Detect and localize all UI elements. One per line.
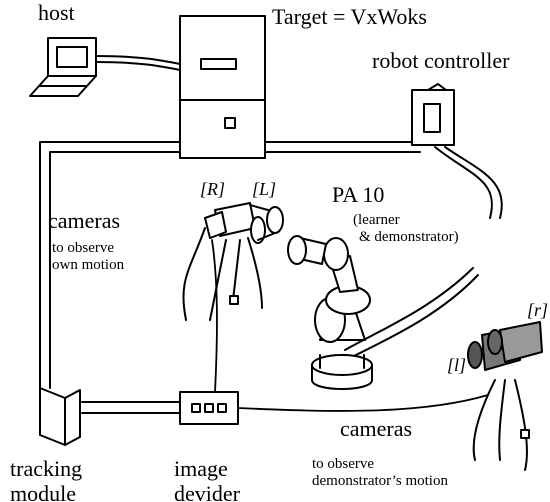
tracking-label-line-2: module	[10, 481, 76, 502]
image-label-line-2: devider	[174, 481, 240, 502]
robot-controller-icon	[411, 83, 455, 146]
cameras-own-desc-line-1: to observe	[52, 240, 115, 256]
pa10-role-label: (learner & demonstrator)	[353, 212, 459, 246]
image-divider-label: image devider	[174, 456, 240, 502]
pa10-robot-arm-icon	[287, 235, 373, 390]
cameras-demo-desc: to observe demonstrator’s motion	[312, 456, 448, 490]
cable-controller-to-arm	[344, 146, 503, 358]
cameras-own-desc-line-2: own motion	[52, 257, 125, 273]
pa10-role-line-2: & demonstrator)	[359, 229, 459, 245]
pa10-role-line-1: (learner	[353, 212, 400, 228]
cameras-own-desc: to observe own motion	[52, 240, 124, 274]
tracking-module-label: tracking module	[10, 456, 82, 502]
camera-r-label: [r]	[527, 300, 549, 320]
cameras-demo-label: cameras	[340, 416, 413, 441]
cameras-demo-desc-line-1: to observe	[312, 456, 375, 472]
tracking-module-icon	[39, 387, 81, 446]
target-computer-icon	[179, 15, 266, 159]
tracking-label-line-1: tracking	[10, 456, 83, 481]
demonstrator-cameras-icon	[467, 321, 543, 471]
cable-target-to-controller	[264, 141, 421, 153]
cameras-demo-desc-line-2: demonstrator’s motion	[312, 473, 448, 489]
pa10-label: PA 10	[332, 182, 385, 207]
target-label: Target = VxWoks	[272, 4, 427, 29]
cable-tracking-to-divider	[81, 401, 181, 414]
own-motion-cameras-icon	[182, 202, 284, 321]
cable-divider-to-cameras	[211, 239, 489, 412]
camera-l-label: [l]	[447, 355, 467, 375]
image-label-line-1: image	[174, 456, 228, 481]
camera-L-label: [L]	[252, 179, 277, 199]
robot-controller-label: robot controller	[372, 48, 510, 73]
cameras-own-label: cameras	[48, 208, 121, 233]
cable-host-to-tracking	[39, 141, 181, 389]
camera-R-label: [R]	[200, 179, 226, 199]
host-laptop-icon	[29, 37, 181, 97]
host-label: host	[38, 0, 75, 25]
image-divider-icon	[179, 391, 239, 425]
